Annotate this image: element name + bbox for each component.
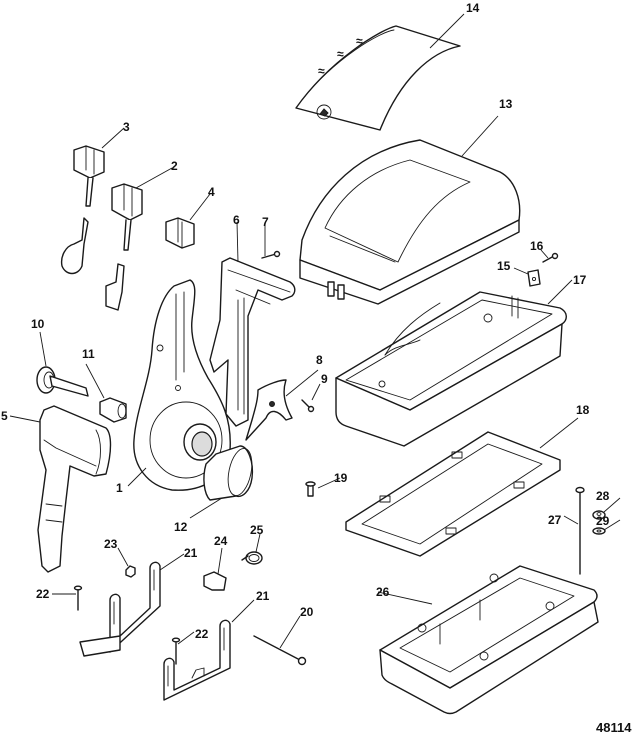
callout-1: 1 <box>116 481 123 495</box>
part-17-lower-housing <box>335 291 567 447</box>
callout-7: 7 <box>262 215 269 229</box>
part-24-cable-clip <box>203 571 227 591</box>
leader-14 <box>429 13 465 49</box>
callout-9: 9 <box>321 372 328 386</box>
part-8-bracket-plate <box>245 379 293 441</box>
part-12-sleeve <box>203 445 254 501</box>
decal-mark: ≈ <box>356 34 363 48</box>
decal-mark: ≈ <box>318 64 325 78</box>
leader-24 <box>217 547 223 575</box>
leader-28 <box>603 497 621 513</box>
callout-2: 2 <box>171 159 178 173</box>
part-22-screw-a <box>73 585 83 611</box>
callout-27: 27 <box>548 513 562 527</box>
callout-10: 10 <box>31 317 45 331</box>
leader-5 <box>9 415 41 423</box>
part-18-gasket <box>345 431 561 557</box>
part-29-washer <box>592 527 606 535</box>
callout-29: 29 <box>596 514 610 528</box>
callout-15: 15 <box>497 259 511 273</box>
callout-24: 24 <box>214 534 228 548</box>
leader-27 <box>563 515 579 525</box>
part-9-screw <box>301 399 315 413</box>
leader-19 <box>317 477 341 489</box>
leader-6 <box>236 221 239 263</box>
leader-1 <box>127 467 147 487</box>
callout-6: 6 <box>233 213 240 227</box>
leader-25 <box>255 533 261 553</box>
part-26-base-spacer <box>379 565 599 715</box>
leader-13 <box>461 115 499 157</box>
part-21-mounting-bracket-b <box>163 619 231 701</box>
callout-22-a: 22 <box>36 587 50 601</box>
callout-18: 18 <box>576 403 590 417</box>
callout-16: 16 <box>530 239 544 253</box>
leader-4 <box>189 193 211 221</box>
callout-13: 13 <box>499 97 513 111</box>
leader-12 <box>189 497 223 519</box>
leader-10 <box>39 331 47 367</box>
part-16-screw <box>542 252 559 263</box>
callout-5: 5 <box>1 409 8 423</box>
leader-22b <box>177 631 195 645</box>
leader-9 <box>311 383 321 401</box>
leader-8 <box>285 369 319 397</box>
figure-id: 48114 <box>596 720 632 735</box>
leader-16 <box>540 249 549 259</box>
part-11-bushing <box>99 397 127 423</box>
callout-8: 8 <box>316 353 323 367</box>
part-7-pin <box>261 250 281 259</box>
part-22-screw-b <box>171 637 181 665</box>
leader-lines <box>9 13 621 649</box>
leader-21b <box>231 599 255 623</box>
leader-23 <box>117 547 129 567</box>
part-5-handle-grip <box>37 405 112 573</box>
part-3-connector <box>60 145 105 275</box>
callout-12: 12 <box>174 520 188 534</box>
part-20-pin <box>253 635 307 666</box>
part-21-mounting-bracket-a <box>79 561 161 657</box>
part-14-decal: ≈ ≈ ≈ <box>295 25 461 131</box>
leader-20 <box>279 615 301 649</box>
callout-4: 4 <box>208 185 215 199</box>
callout-21-a: 21 <box>184 546 198 560</box>
leader-26 <box>377 591 433 605</box>
callout-19: 19 <box>334 471 348 485</box>
part-19-screw <box>305 481 316 497</box>
callout-22-b: 22 <box>195 627 209 641</box>
leader-21a <box>159 553 185 571</box>
callout-17: 17 <box>573 273 587 287</box>
part-25-hose-clamp <box>241 551 263 565</box>
callout-28: 28 <box>596 489 610 503</box>
part-4-connector-cap <box>165 217 195 249</box>
leader-2 <box>135 167 173 189</box>
decal-mark: ≈ <box>337 47 344 61</box>
callout-11: 11 <box>82 347 95 361</box>
part-23-nut <box>125 565 136 578</box>
callout-21-b: 21 <box>256 589 270 603</box>
callout-3: 3 <box>123 120 130 134</box>
part-13-top-cover <box>299 139 521 305</box>
part-27-bolt <box>575 486 585 575</box>
callout-20: 20 <box>300 605 314 619</box>
leader-18 <box>539 417 579 449</box>
part-15-clip-plate <box>527 269 541 287</box>
callout-25: 25 <box>250 523 264 537</box>
leader-29 <box>603 519 621 531</box>
part-10-shaft <box>36 366 89 397</box>
part-1-control-housing <box>133 279 231 491</box>
callout-14: 14 <box>466 1 480 15</box>
leader-3 <box>101 127 125 149</box>
part-28-nut <box>592 510 606 520</box>
callout-26: 26 <box>376 585 390 599</box>
callout-23: 23 <box>104 537 118 551</box>
leader-11 <box>85 363 105 399</box>
leader-15 <box>513 267 529 275</box>
leader-17 <box>547 279 573 305</box>
part-6-trigger-lever <box>209 257 296 427</box>
part-2-connector <box>105 183 143 311</box>
